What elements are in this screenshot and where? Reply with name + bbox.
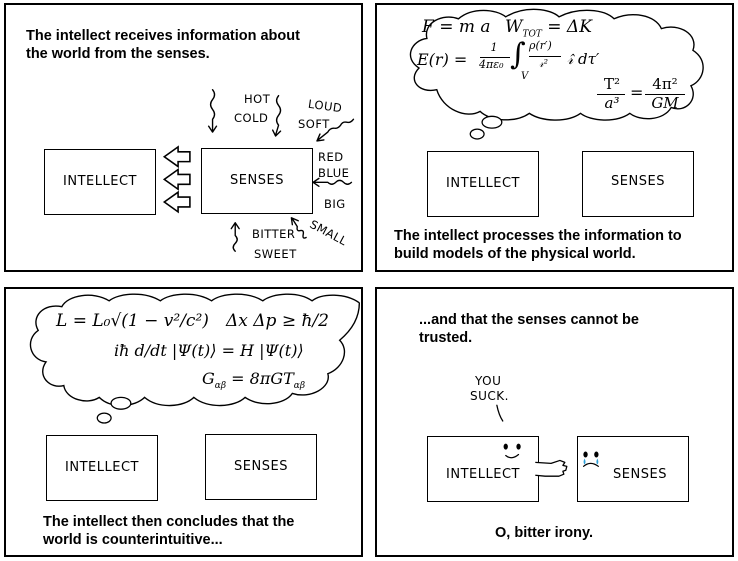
senses-box: SENSES xyxy=(582,151,694,217)
eq-kepler-rhs-bar xyxy=(645,94,685,95)
eq-einstein-g-sub: αβ xyxy=(214,381,227,392)
wavy-arrow-bitter-icon xyxy=(230,222,240,252)
panel4-caption: ...and that the senses cannot be trusted… xyxy=(419,311,639,347)
eq-work-rhs: = ΔK xyxy=(547,17,592,37)
intellect-label: INTELLECT xyxy=(446,467,520,482)
panel-senses-untrusted: ...and that the senses cannot be trusted… xyxy=(375,287,734,557)
eq-einstein-t-sub: αβ xyxy=(293,381,306,392)
eq-field-integral: ∫ xyxy=(510,37,526,72)
eq-electric-field-lhs: E(r) = xyxy=(417,50,468,69)
pointing-hand-icon xyxy=(535,459,568,477)
eq-kepler-rhs-num: 4π² xyxy=(652,75,678,93)
arrow-left-top-icon xyxy=(162,145,191,169)
panel4-caption-line2: trusted. xyxy=(419,330,473,346)
panel-world-counterintuitive: L = L₀√(1 − v²/c²) Δx Δp ≥ ħ/2 iħ d/dt |… xyxy=(4,287,363,557)
panel3-caption: The intellect then concludes that the wo… xyxy=(43,513,294,549)
eq-field-inner-den: 𝓇² xyxy=(539,57,548,70)
panel2-caption-line2: build models of the physical world. xyxy=(394,246,636,262)
panel-intellect-builds-models: F = m a WTOT = ΔK E(r) = 1 4πε₀ ∫ V ρ(r′… xyxy=(375,3,734,272)
senses-box: SENSES xyxy=(577,436,689,502)
eq-kepler-den: a³ xyxy=(604,94,620,112)
eq-work-subscript: TOT xyxy=(522,29,542,40)
word-bitter: BITTER xyxy=(252,227,296,241)
senses-box: SENSES xyxy=(205,434,317,500)
panel4-caption-line1: ...and that the senses cannot be xyxy=(419,312,639,328)
panel2-caption-line1: The intellect processes the information … xyxy=(394,228,682,244)
eq-einstein-rhs: = 8πGT xyxy=(231,369,294,388)
panel2-caption: The intellect processes the information … xyxy=(394,227,682,263)
arrow-left-bottom-icon xyxy=(162,190,191,214)
senses-label: SENSES xyxy=(234,459,288,474)
senses-label: SENSES xyxy=(611,174,665,189)
intellect-label: INTELLECT xyxy=(446,176,520,191)
word-cold: COLD xyxy=(234,111,269,125)
eq-kepler-rhs-den: GM xyxy=(651,94,679,112)
arrow-left-middle-icon xyxy=(162,167,191,191)
eq-newton-second-law: F = m a xyxy=(422,17,491,37)
word-soft: SOFT xyxy=(298,117,330,131)
wavy-arrow-cold-icon xyxy=(271,94,282,137)
eq-field-volume: V xyxy=(521,71,529,82)
intellect-label: INTELLECT xyxy=(65,460,139,475)
word-hot: HOT xyxy=(244,92,271,106)
panel-senses-to-intellect: The intellect receives information about… xyxy=(4,3,363,272)
intellect-label: INTELLECT xyxy=(63,174,137,189)
eq-field-tail: 𝓇̂ dτ′ xyxy=(567,50,600,68)
speech-you: YOU xyxy=(475,374,502,388)
eq-kepler-num: T² xyxy=(603,75,621,93)
word-blue: BLUE xyxy=(318,166,350,180)
eq-field-frac-num: 1 xyxy=(490,41,498,54)
eq-length-contraction: L = L₀√(1 − v²/c²) xyxy=(56,311,209,331)
panel3-caption-line2: world is counterintuitive... xyxy=(43,532,223,548)
word-red: RED xyxy=(318,150,344,164)
senses-box: SENSES xyxy=(201,148,313,214)
speech-tick-icon xyxy=(496,404,504,422)
eq-field-inner-num: ρ(r′) xyxy=(529,39,552,52)
panel3-caption-line1: The intellect then concludes that the xyxy=(43,514,295,530)
intellect-box: INTELLECT xyxy=(44,149,156,215)
word-sweet: SWEET xyxy=(254,247,297,261)
panel1-caption-line2: the world from the senses. xyxy=(26,46,210,62)
panel4-caption-bottom: O, bitter irony. xyxy=(495,525,594,541)
panel1-caption-line1: The intellect receives information about xyxy=(26,28,300,44)
eq-work-symbol: W xyxy=(505,17,523,37)
eq-kepler-equals: = xyxy=(630,83,644,102)
intellect-box: INTELLECT xyxy=(46,435,158,501)
senses-label: SENSES xyxy=(230,173,284,188)
eq-kepler-bar xyxy=(597,94,625,95)
senses-label: SENSES xyxy=(613,467,667,482)
eq-field-frac-den: 4πε₀ xyxy=(479,58,504,71)
eq-work-energy: WTOT = ΔK xyxy=(505,17,592,39)
eq-field-frac-bar xyxy=(480,57,510,58)
eq-einstein-g: G xyxy=(202,369,215,388)
eq-einstein-field: Gαβ = 8πGTαβ xyxy=(202,369,305,391)
wavy-arrow-hot-icon xyxy=(207,89,218,133)
speech-suck: SUCK. xyxy=(470,389,509,403)
intellect-box: INTELLECT xyxy=(427,436,539,502)
word-small: SMALL xyxy=(307,217,350,249)
panel1-caption: The intellect receives information about… xyxy=(26,27,300,63)
eq-uncertainty-principle: Δx Δp ≥ ħ/2 xyxy=(226,311,329,331)
intellect-box: INTELLECT xyxy=(427,151,539,217)
word-big: BIG xyxy=(324,197,346,211)
eq-schrodinger: iħ d/dt |Ψ(t)⟩ = H |Ψ(t)⟩ xyxy=(114,341,304,360)
word-loud: LOUD xyxy=(307,96,344,116)
eq-field-inner-bar xyxy=(529,56,561,57)
